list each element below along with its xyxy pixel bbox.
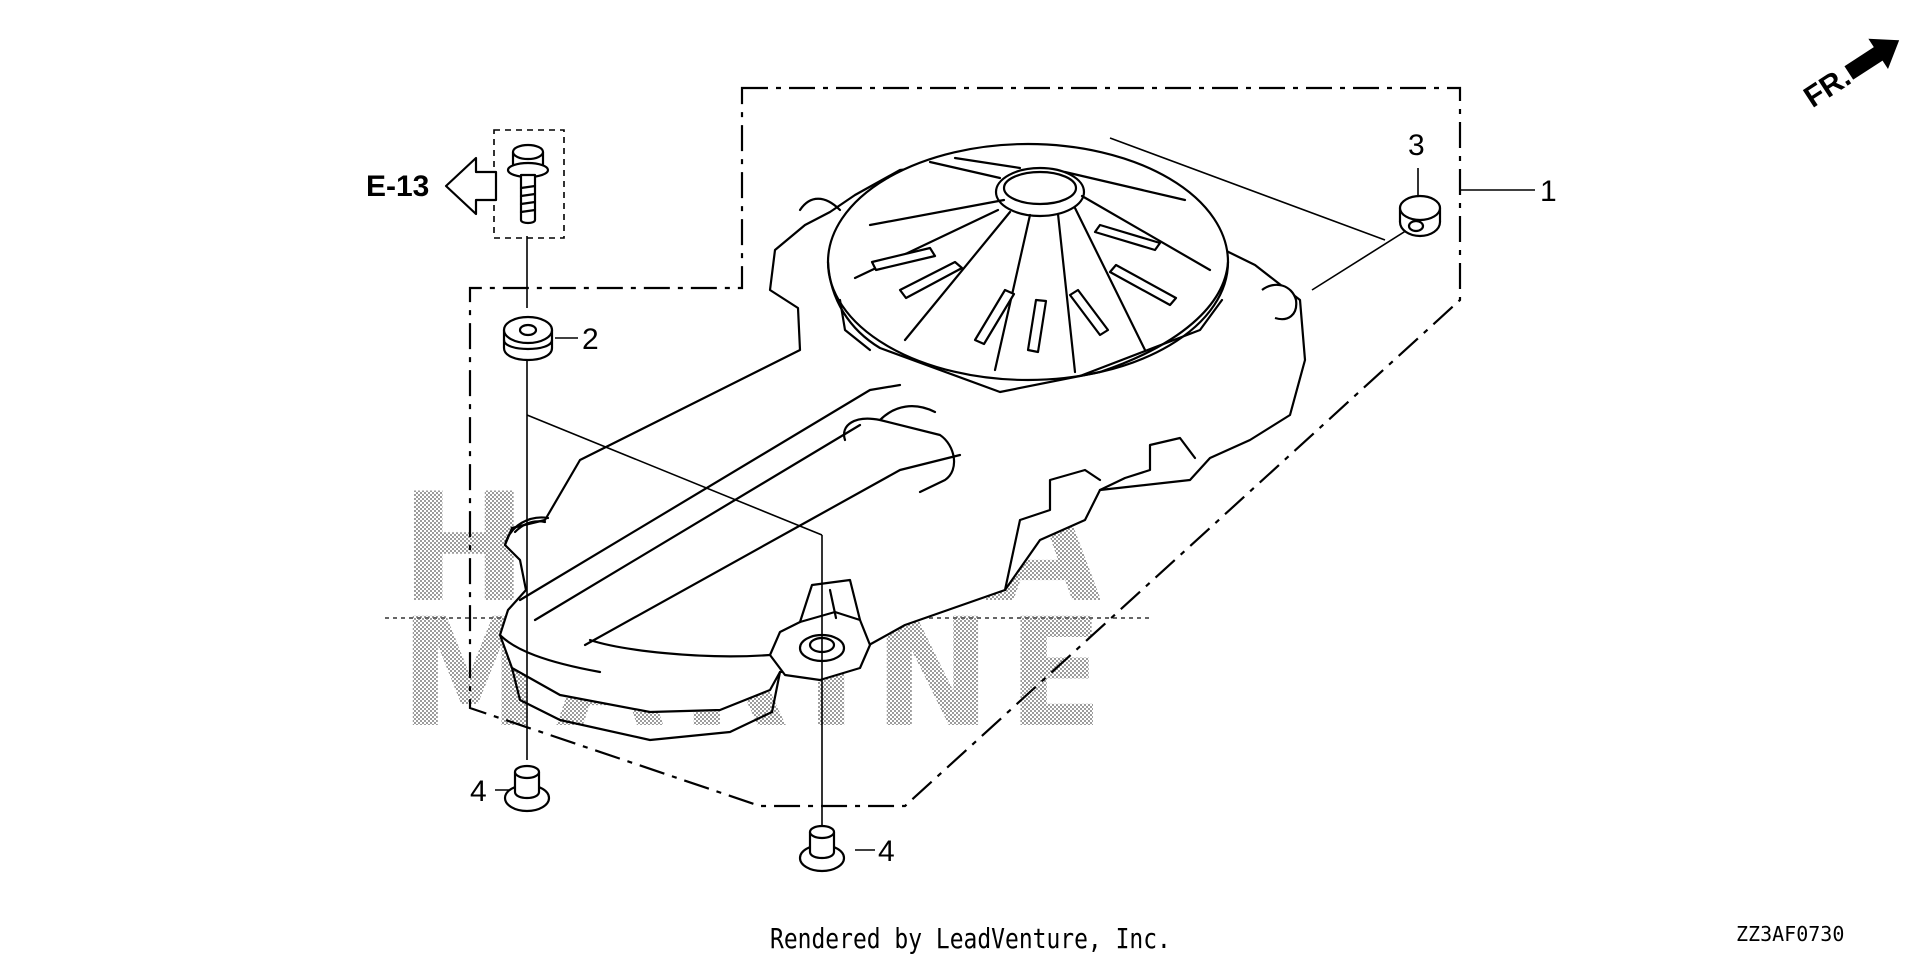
reference-arrow: E-13 — [366, 156, 498, 216]
part-4-collar-right — [798, 824, 846, 873]
footer-credit: Rendered by LeadVenture, Inc. — [770, 922, 1171, 955]
fan-cover — [798, 142, 1298, 394]
leader-lines — [495, 137, 1535, 851]
left-arrow-icon — [444, 156, 498, 216]
callout-part-3: 3 — [1408, 129, 1425, 162]
front-arrow-icon — [1844, 38, 1900, 80]
part-3-grommet — [1398, 194, 1442, 238]
diagram-code: ZZ3AF0730 — [1736, 922, 1845, 946]
reference-label: E-13 — [366, 170, 429, 203]
callout-part-2: 2 — [582, 323, 599, 356]
part-2-grommet — [502, 315, 554, 361]
part-4-collar-left — [503, 764, 551, 813]
callout-part-4-right: 4 — [878, 835, 895, 868]
callout-part-1: 1 — [1540, 175, 1557, 208]
front-indicator: FR. — [1798, 38, 1900, 114]
bolt — [493, 129, 565, 239]
callout-part-4-left: 4 — [470, 775, 487, 808]
assembly-outline — [468, 86, 1462, 808]
